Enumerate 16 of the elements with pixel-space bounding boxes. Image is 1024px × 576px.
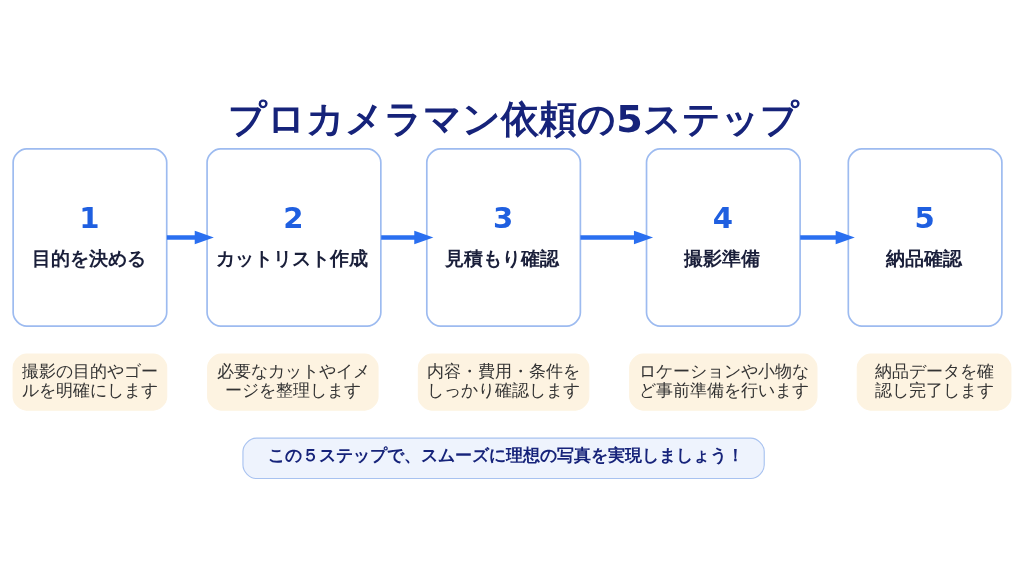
node-box: 納品データを確認し完了します xyxy=(856,353,1012,411)
arrow xyxy=(166,230,214,244)
node-box: この５ステップで、スムーズに理想の写真を実現しましょう！ xyxy=(242,437,765,479)
node-box: 2 カットリスト作成 xyxy=(206,147,382,327)
node-box: 3 見積もり確認 xyxy=(425,147,582,327)
node-box: 5 納品確認 xyxy=(847,147,1003,327)
arrow xyxy=(580,230,654,244)
node-box: 4 撮影準備 xyxy=(645,147,801,327)
diagram-title: プロカメラマン依頼の5ステップ xyxy=(228,96,799,141)
node-box: 内容・費用・条件をしっかり確認します xyxy=(417,353,590,411)
arrow xyxy=(381,230,434,244)
node-box: 1 目的を決める xyxy=(12,147,168,327)
node-box: ロケーションや小物など事前準備を行います xyxy=(629,353,818,411)
node-box: 必要なカットやイメージを整理します xyxy=(207,353,379,411)
node-box: 撮影の目的やゴールを明確にします xyxy=(12,353,168,411)
arrow xyxy=(800,230,855,244)
